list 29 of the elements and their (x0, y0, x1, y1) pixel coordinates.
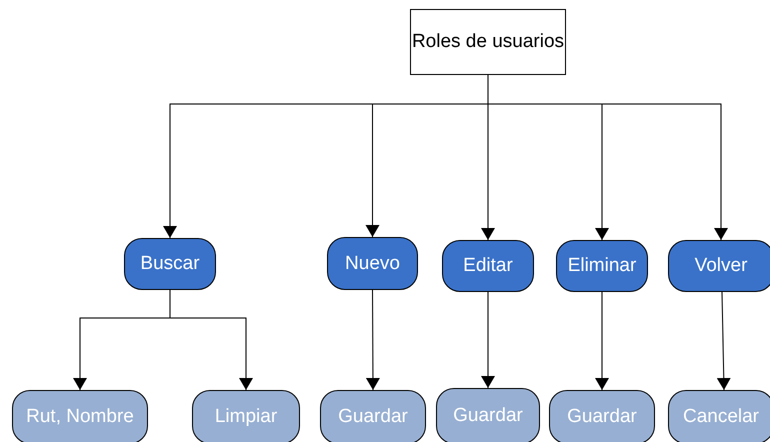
node-label: Guardar (567, 406, 637, 428)
node-label: Editar (463, 255, 513, 277)
action-box (668, 390, 770, 442)
action-box (668, 240, 770, 292)
action-box (192, 390, 300, 442)
arrow (366, 290, 380, 390)
arrow (595, 292, 609, 390)
action-box (436, 388, 540, 442)
arrow (716, 292, 731, 390)
arrow (481, 292, 495, 388)
action-box (320, 390, 426, 442)
node-label: Guardar (338, 406, 408, 428)
node-label: Guardar (453, 405, 523, 427)
node-label: Roles de usuarios (412, 31, 564, 53)
node-label: Volver (694, 255, 748, 277)
action-box (442, 240, 534, 292)
node-label: Limpiar (214, 406, 278, 428)
arrow (170, 290, 253, 390)
node-label: Cancelar (682, 406, 760, 428)
action-box (556, 240, 648, 292)
action-box (12, 390, 148, 442)
node-label: Eliminar (568, 255, 636, 277)
node-label: Rut, Nombre (26, 406, 134, 428)
action-box (549, 390, 655, 442)
root-box (410, 9, 566, 75)
action-box (124, 238, 216, 290)
action-box (327, 237, 418, 290)
node-label: Buscar (140, 253, 200, 275)
node-label: Nuevo (345, 252, 400, 274)
